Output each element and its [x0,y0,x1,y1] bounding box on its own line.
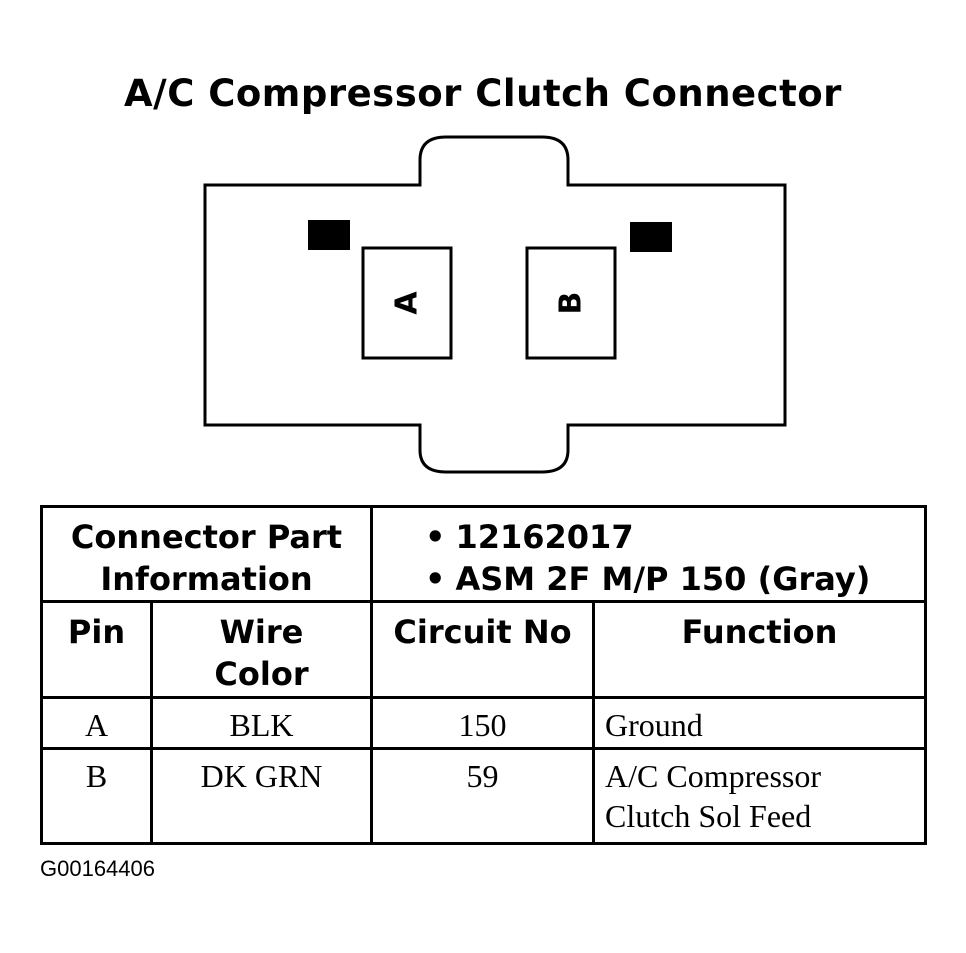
pin-cavity-a [361,246,453,360]
cell-circuit: 59 [466,758,499,794]
part-info-label: Connector Part Information [70,518,343,598]
part-info-list: 12162017 ASM 2F M/P 150 (Gray) [373,508,924,600]
part-number: 12162017 [425,516,924,558]
cell-function: Ground [605,707,703,743]
cell-pin: A [84,707,109,743]
figure-id: G00164406 [40,856,155,881]
connector-outline [203,135,787,474]
pin-label-a: A [390,291,425,315]
header-wire-color: Wire Color [214,613,309,693]
cell-wire-color: DK GRN [200,758,323,794]
cell-wire-color: BLK [229,707,294,743]
part-info-row: Connector Part Information 12162017 ASM … [40,505,927,603]
header-circuit-no: Circuit No [393,613,572,651]
latch-tab-left [308,220,350,250]
table-row: B DK GRN 59 A/C Compressor Clutch Sol Fe… [40,747,927,845]
column-header-row: Pin Wire Color Circuit No Function [40,600,927,699]
pin-label-b: B [554,292,589,315]
table-row: A BLK 150 Ground [40,696,927,750]
header-pin: Pin [67,613,126,651]
cell-pin: B [85,758,108,794]
cell-circuit: 150 [458,707,507,743]
diagram-title: A/C Compressor Clutch Connector [124,72,842,115]
part-assembly: ASM 2F M/P 150 (Gray) [425,558,924,600]
part-info-value-cell: 12162017 ASM 2F M/P 150 (Gray) [370,505,927,603]
connector-face-diagram: A B [203,135,787,474]
part-info-label-cell: Connector Part Information [40,505,373,603]
pin-cavity-b [525,246,617,360]
cell-function: A/C Compressor Clutch Sol Feed [605,758,821,834]
header-function: Function [681,613,838,651]
connector-info-table: Connector Part Information 12162017 ASM … [40,505,927,845]
latch-tab-right [630,222,672,252]
